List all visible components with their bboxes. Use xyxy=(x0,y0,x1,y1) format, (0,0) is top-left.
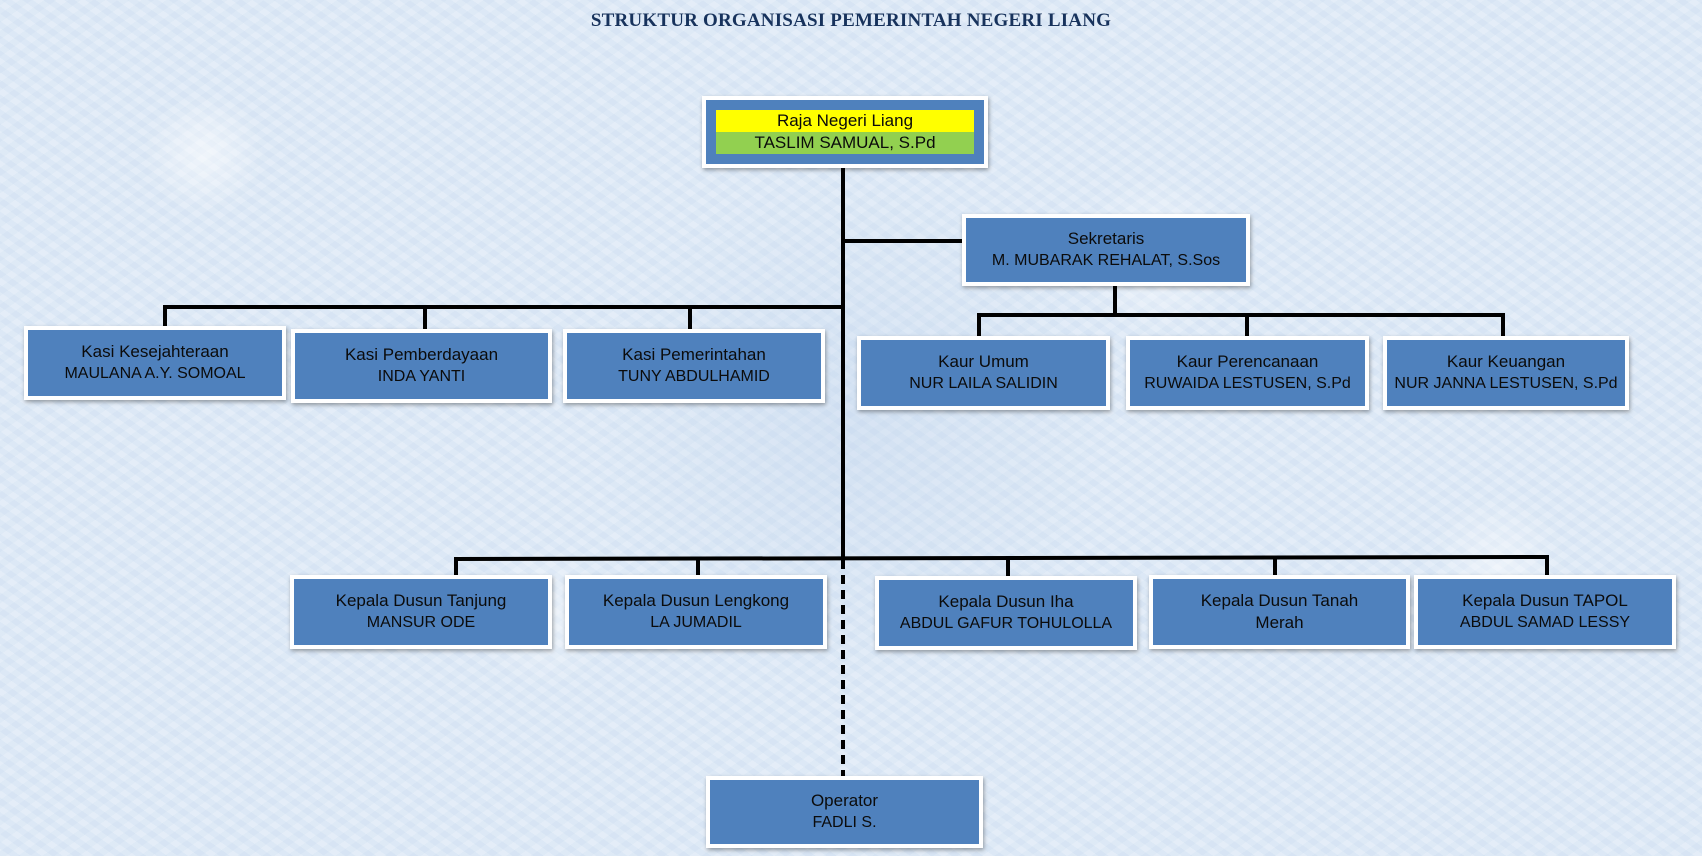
kasi-name: INDA YANTI xyxy=(377,368,466,385)
kasi-box-kesejahteraan[interactable]: Kasi Kesejahteraan MAULANA A.Y. SOMOAL xyxy=(24,326,286,400)
dusun-role: Kepala Dusun Iha xyxy=(938,592,1074,611)
dusun-role: Kepala Dusun Tanah Merah xyxy=(1200,591,1359,632)
kaur-box-keuangan[interactable]: Kaur Keuangan NUR JANNA LESTUSEN, S.Pd xyxy=(1383,336,1629,410)
kaur-name: NUR LAILA SALIDIN xyxy=(909,375,1058,392)
sekretaris-name: M. MUBARAK REHALAT, S.Sos xyxy=(991,252,1221,269)
sekretaris-role: Sekretaris xyxy=(1067,229,1145,248)
kaur-role: Kaur Umum xyxy=(938,352,1029,371)
connector-dusun-bus xyxy=(453,554,1550,562)
head-role: Raja Negeri Liang xyxy=(716,110,974,132)
dusun-name: ABDUL GAFUR TOHULOLLA xyxy=(899,615,1113,632)
dusun-name: ABDUL SAMAD LESSY xyxy=(1459,614,1631,631)
dusun-box-iha[interactable]: Kepala Dusun Iha ABDUL GAFUR TOHULOLLA xyxy=(875,576,1137,650)
dusun-role: Kepala Dusun Tanjung xyxy=(335,591,507,610)
kasi-box-pemberdayaan[interactable]: Kasi Pemberdayaan INDA YANTI xyxy=(291,329,552,403)
chart-title: STRUKTUR ORGANISASI PEMERINTAH NEGERI LI… xyxy=(590,10,1112,31)
kaur-box-perencanaan[interactable]: Kaur Perencanaan RUWAIDA LESTUSEN, S.Pd xyxy=(1126,336,1369,410)
kasi-role: Kasi Pemerintahan xyxy=(622,345,766,364)
dusun-name: MANSUR ODE xyxy=(366,614,476,631)
kaur-name: NUR JANNA LESTUSEN, S.Pd xyxy=(1394,375,1618,392)
kaur-name: RUWAIDA LESTUSEN, S.Pd xyxy=(1144,375,1351,392)
kasi-role: Kasi Pemberdayaan xyxy=(344,345,499,364)
dusun-box-lengkong[interactable]: Kepala Dusun Lengkong LA JUMADIL xyxy=(565,575,827,649)
dusun-box-tapol[interactable]: Kepala Dusun TAPOL ABDUL SAMAD LESSY xyxy=(1414,575,1676,649)
head-name: TASLIM SAMUAL, S.Pd xyxy=(716,132,974,154)
kaur-role: Kaur Keuangan xyxy=(1446,352,1566,371)
kasi-role: Kasi Kesejahteraan xyxy=(81,342,229,361)
operator-box[interactable]: Operator FADLI S. xyxy=(706,776,983,848)
dusun-box-tanah-merah[interactable]: Kepala Dusun Tanah Merah xyxy=(1149,575,1410,649)
kasi-name: TUNY ABDULHAMID xyxy=(618,368,770,385)
operator-name: FADLI S. xyxy=(812,814,877,831)
dusun-box-tanjung[interactable]: Kepala Dusun Tanjung MANSUR ODE xyxy=(290,575,552,649)
sekretaris-box[interactable]: Sekretaris M. MUBARAK REHALAT, S.Sos xyxy=(962,214,1250,286)
kasi-box-pemerintahan[interactable]: Kasi Pemerintahan TUNY ABDULHAMID xyxy=(563,329,825,403)
dusun-name: LA JUMADIL xyxy=(650,614,742,631)
kaur-box-umum[interactable]: Kaur Umum NUR LAILA SALIDIN xyxy=(857,336,1110,410)
dusun-role: Kepala Dusun TAPOL xyxy=(1462,591,1628,610)
dusun-role: Kepala Dusun Lengkong xyxy=(602,591,790,610)
operator-role: Operator xyxy=(810,791,879,810)
kasi-name: MAULANA A.Y. SOMOAL xyxy=(64,365,246,382)
head-box[interactable]: Raja Negeri Liang TASLIM SAMUAL, S.Pd xyxy=(702,96,988,168)
kaur-role: Kaur Perencanaan xyxy=(1176,352,1319,371)
